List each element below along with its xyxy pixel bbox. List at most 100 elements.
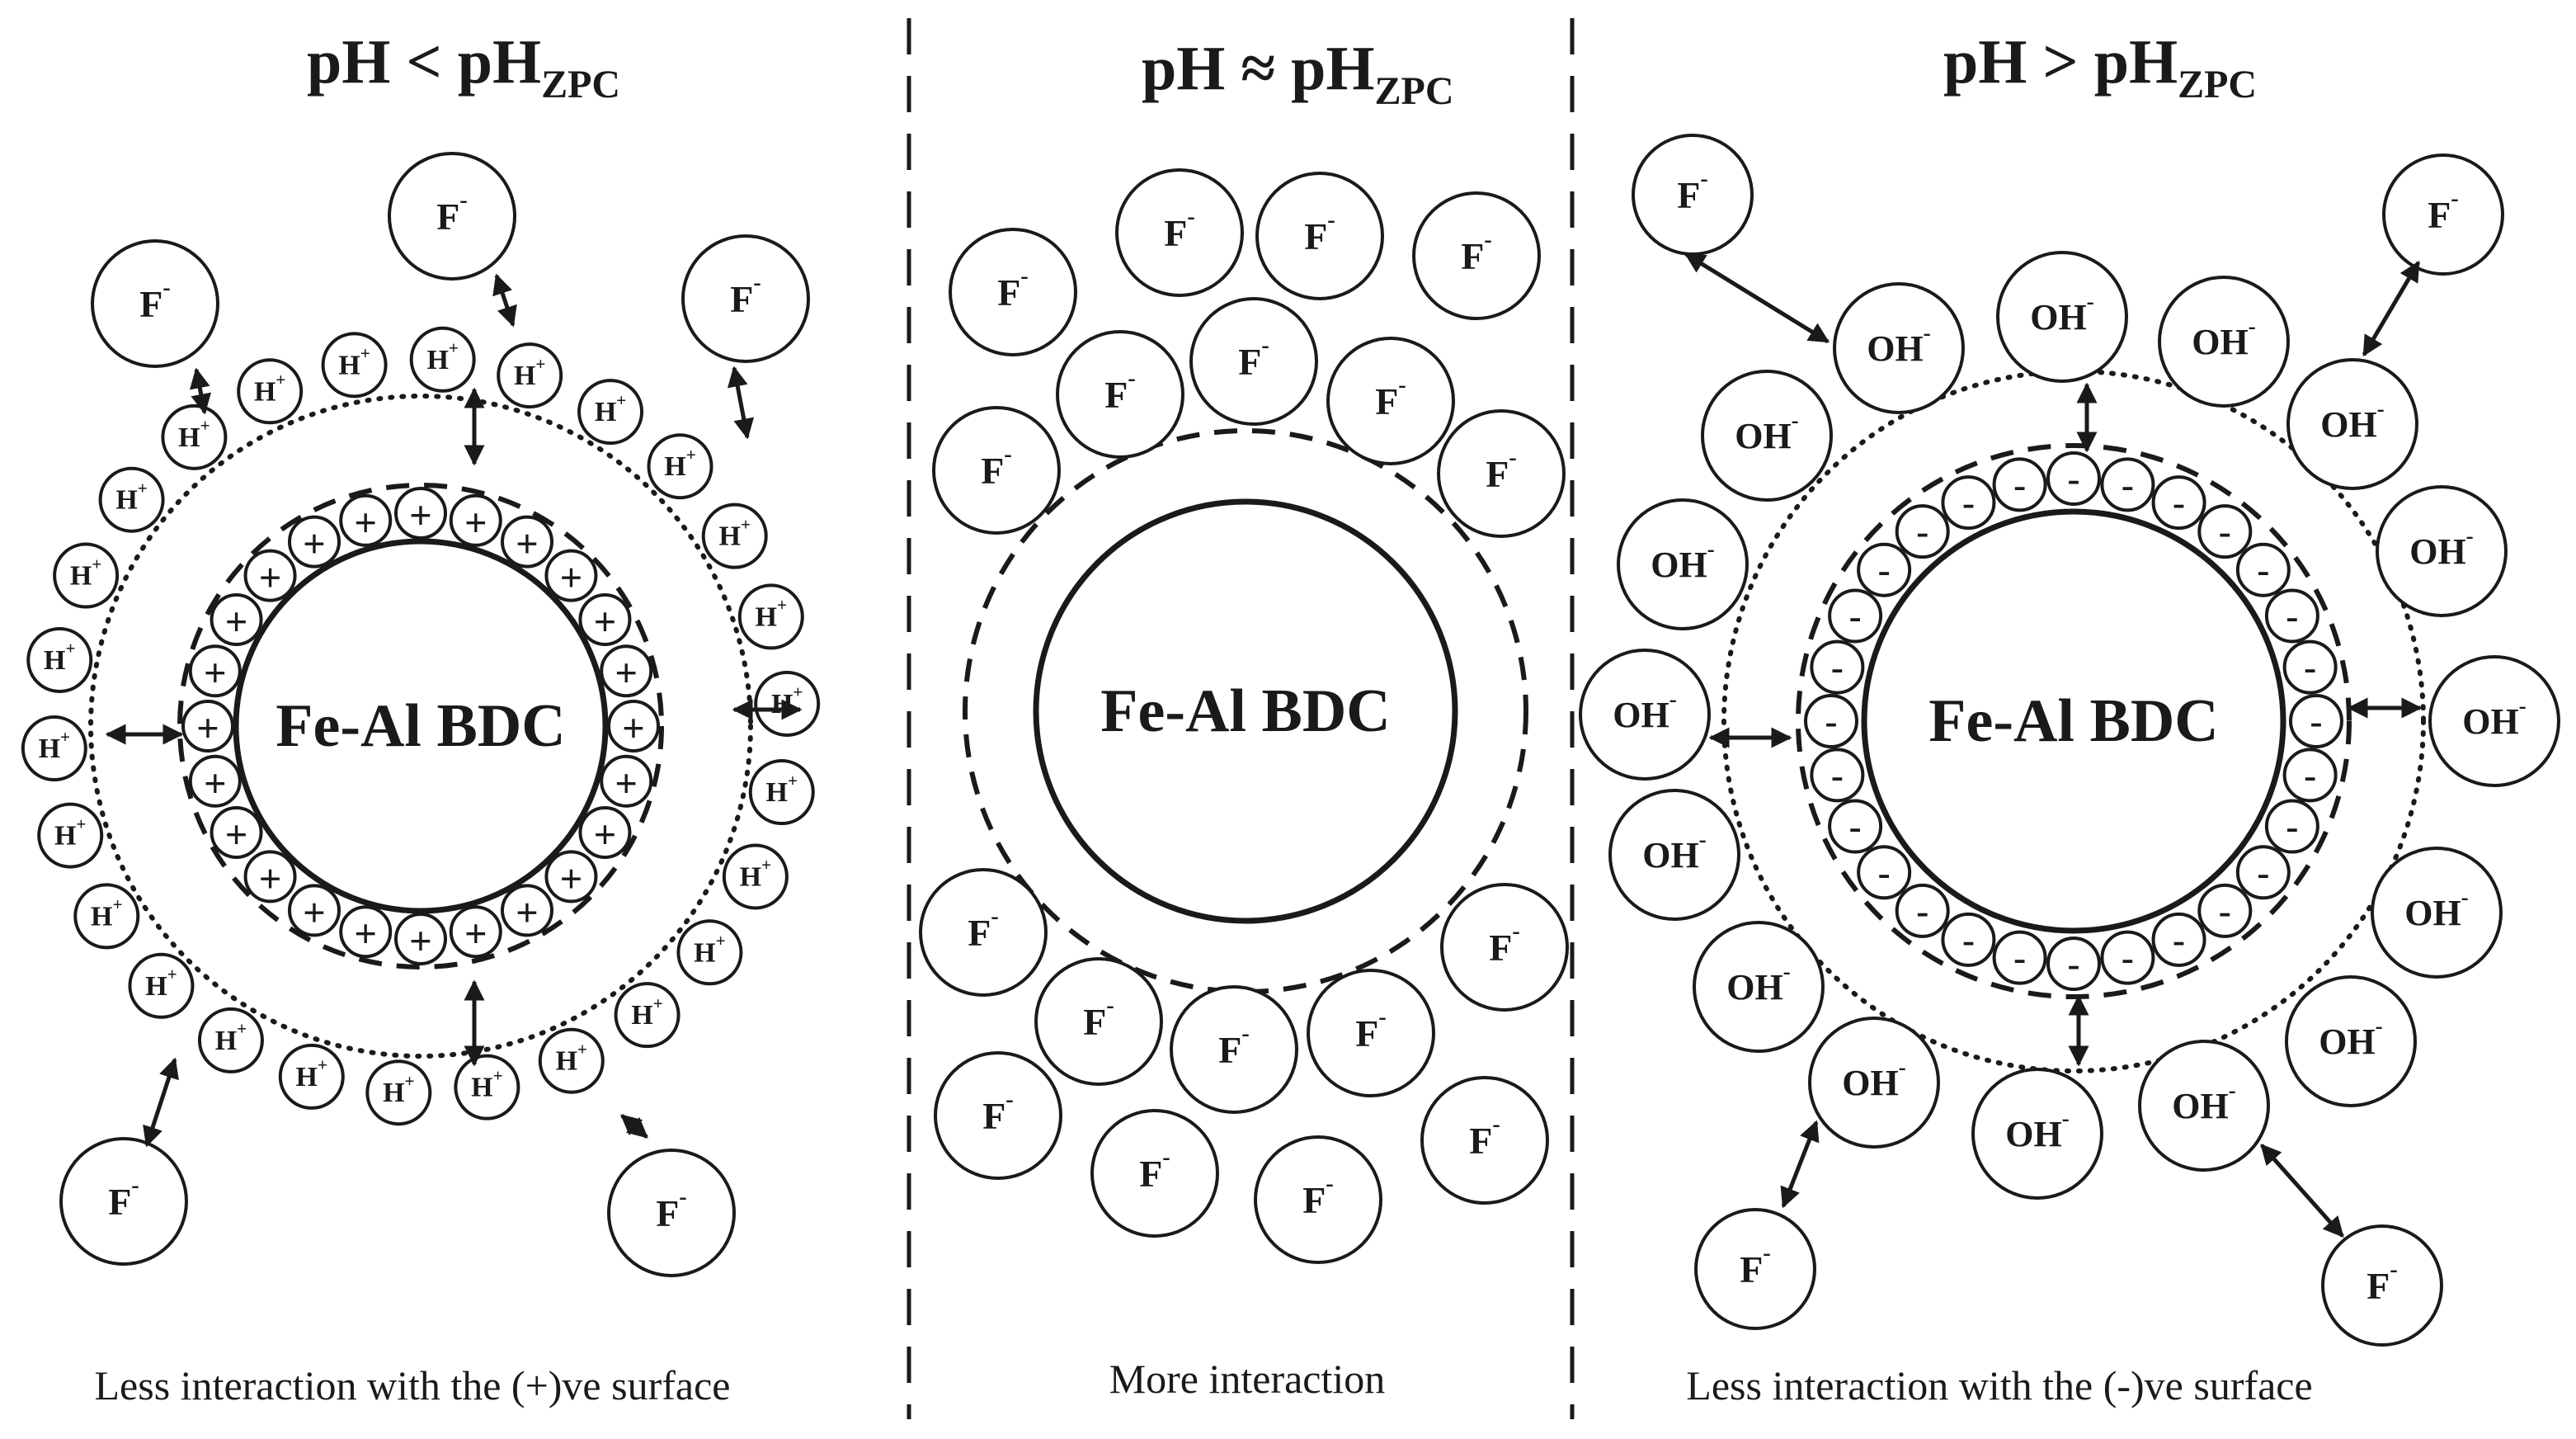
negative-charge-circle (1810, 748, 1865, 803)
hydroxide-ion: OH- (2428, 655, 2560, 787)
fluoride-ion: F- (1632, 134, 1754, 256)
fluoride-ion-circle (1307, 969, 1435, 1097)
fluoride-ion: F- (1170, 985, 1298, 1114)
h-plus-ion: H+ (53, 542, 120, 609)
h-plus-ion-label: H+ (44, 639, 75, 676)
fluoride-ion-label: F- (1740, 1240, 1771, 1290)
fluoride-ion-circle (1170, 985, 1298, 1114)
hydroxide-ion-label: OH- (1651, 537, 1715, 585)
hydroxide-ion: OH- (2158, 276, 2290, 408)
negative-charge-symbol: - (1848, 596, 1862, 639)
positive-charge-circle (243, 850, 297, 904)
negative-charge: - (2282, 639, 2338, 695)
negative-charge-circle (2100, 457, 2155, 512)
h-plus-ion-label: H+ (338, 343, 370, 380)
h-plus-ion: H+ (365, 1059, 432, 1126)
positive-charge-symbol: + (594, 813, 616, 856)
hydroxide-ion: OH- (1996, 251, 2128, 383)
h-plus-ion-label: H+ (631, 993, 662, 1031)
panel-title-acidic: pH < pHZPC (307, 27, 620, 106)
negative-charge-circle (2197, 504, 2253, 559)
negative-charge-circle (1895, 504, 1950, 559)
positive-charge-symbol: + (516, 522, 538, 565)
hydroxide-ion-label: OH- (2462, 694, 2527, 742)
fluoride-interaction-arrow (1780, 1120, 1820, 1209)
negative-charge-circle (1857, 845, 1912, 900)
hydroxide-ion-circle (2371, 847, 2503, 979)
hydroxide-ion-circle (1701, 370, 1833, 502)
hydroxide-ion-label: OH- (2409, 524, 2474, 572)
fluoride-ion-label: F- (139, 275, 171, 324)
fluoride-ion-circle (1254, 1135, 1382, 1264)
fluoride-ion: F- (1056, 330, 1184, 459)
negative-charge: - (2282, 748, 2338, 803)
panel-neutral: Fe-Al BDC F-F-F-F-F-F-F-F-F-F-F-F-F-F-F-… (919, 168, 1569, 1264)
negative-charge-symbol: - (1877, 550, 1891, 593)
h-plus-ion: H+ (454, 1054, 520, 1121)
negative-charge: - (1857, 542, 1912, 597)
fluoride-ion: F- (934, 1051, 1062, 1180)
fluoride-ion-label: F- (1489, 918, 1520, 968)
h-plus-ion-circle (577, 379, 644, 446)
h-plus-ion-circle (722, 843, 789, 910)
hydroxide-ion-circle (1608, 789, 1740, 921)
fluoride-ion-circle (949, 228, 1077, 356)
positive-charge: + (188, 644, 242, 698)
negative-charge: - (2264, 799, 2319, 854)
negative-charge: - (1810, 748, 1865, 803)
positive-charge-circle (243, 549, 297, 602)
core-label: Fe-Al BDC (1928, 687, 2218, 755)
negative-charge: - (1857, 845, 1912, 900)
h-plus-ion-label: H+ (471, 1065, 502, 1102)
h-plus-ion-label: H+ (556, 1039, 587, 1076)
h-plus-ion-circle (409, 326, 476, 393)
hydroxide-ion: OH- (2371, 847, 2503, 979)
hydroxide-ion-circle (2428, 655, 2560, 787)
positive-charge-symbol: + (594, 600, 616, 643)
negative-charge-circle (2264, 588, 2319, 644)
negative-charge-circle (1804, 694, 1858, 748)
positive-charge-circle (210, 806, 263, 859)
fluoride-ion: F- (2382, 153, 2504, 276)
negative-charge-circle (1810, 639, 1865, 695)
fluoride-ion-circle (59, 1137, 188, 1266)
fluoride-ion: F- (1115, 168, 1244, 297)
positive-charge: + (449, 493, 502, 547)
h-plus-ion-label: H+ (91, 894, 122, 932)
core-label: Fe-Al BDC (1100, 677, 1390, 745)
hydroxide-ion: OH- (1701, 370, 1833, 502)
fluoride-ion-label: F- (968, 904, 999, 953)
hydroxide-ion-label: OH- (2319, 1014, 2383, 1062)
h-plus-ion-label: H+ (70, 554, 101, 591)
hydroxide-ion: OH- (2138, 1040, 2270, 1172)
positive-charge-circle (600, 754, 653, 808)
fluoride-ion-label: F- (1164, 204, 1195, 253)
positive-charge: + (188, 754, 242, 808)
fluoride-ion-circle (2382, 153, 2504, 276)
negative-charge-circle (1941, 475, 1996, 531)
negative-charge-symbol: - (2286, 596, 2299, 639)
hydroxide-ion: OH- (1608, 789, 1740, 921)
positive-charge-symbol: + (259, 856, 281, 899)
fluoride-ion-label: F- (656, 1184, 687, 1234)
h-plus-ion: H+ (237, 358, 304, 425)
fluoride-ions: F-F-F-F-F-F-F-F-F-F-F-F-F-F-F-F-F-F- (919, 168, 1569, 1264)
hydroxide-ion: OH- (1579, 649, 1711, 781)
fluoride-ion: F- (388, 152, 516, 281)
positive-charge-symbol: + (355, 912, 377, 955)
negative-charge-symbol: - (2173, 483, 2186, 526)
fluoride-ion-label: F- (1218, 1021, 1250, 1070)
fe-al-bdc-core (233, 538, 609, 914)
counter-ion-ring: OH-OH-OH-OH-OH-OH-OH-OH-OH-OH-OH-OH-OH-O… (1579, 251, 2560, 1200)
panel-title-basic: pH > pHZPC (1943, 27, 2257, 106)
negative-charge-symbol: - (1961, 919, 1975, 963)
negative-charge: - (1992, 930, 2047, 985)
hydroxide-ion-circle (2376, 485, 2508, 617)
positive-charge-symbol: + (516, 890, 538, 933)
h-plus-ion-circle (26, 626, 93, 693)
negative-charge: - (1828, 799, 1883, 854)
hydroxide-ion: OH- (1693, 921, 1825, 1053)
positive-charge-symbol: + (615, 762, 638, 804)
fluoride-ion-label: F- (1238, 333, 1269, 382)
h-plus-ion: H+ (37, 802, 104, 869)
